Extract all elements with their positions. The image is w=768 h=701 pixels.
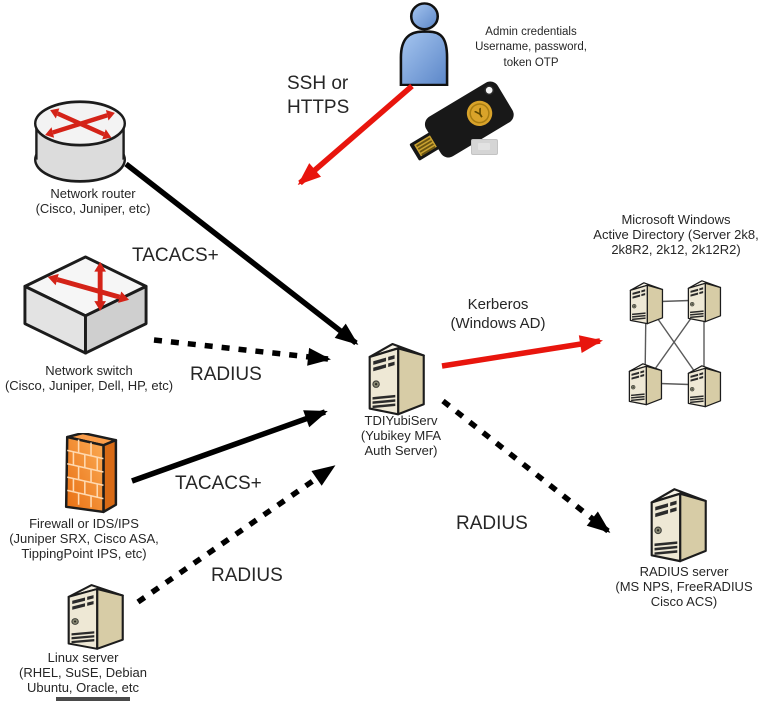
ad-server-icon: [628, 363, 663, 406]
admin-note-line1: Admin credentials: [485, 26, 577, 38]
arrow-tacacs-firewall: [131, 409, 328, 484]
admin-credentials-note: Admin credentials Username, password, to…: [460, 25, 602, 71]
radius-server-icon: [650, 488, 707, 563]
network-router-label: Network router (Cisco, Juniper, etc): [35, 186, 151, 216]
arrow-kerberos: [441, 335, 603, 369]
radius-switch-label: RADIUS: [190, 364, 262, 385]
tacacs-firewall-label: TACACS+: [175, 473, 262, 494]
linux-server-icon: [67, 584, 124, 650]
ad-server-icon: [629, 282, 664, 325]
arrow-radius-switch: [153, 337, 331, 366]
ad-server-icon: [687, 365, 722, 408]
network-router-icon: [32, 99, 128, 185]
yubiserv-label: TDIYubiServ (Yubikey MFA Auth Server): [360, 413, 442, 458]
firewall-label: Firewall or IDS/IPS (Juniper SRX, Cisco …: [9, 516, 159, 561]
yubikey-nano-icon: [471, 139, 498, 155]
radius-linux-label: RADIUS: [211, 565, 283, 586]
radius-server-label: RADIUS server (MS NPS, FreeRADIUS Cisco …: [615, 564, 753, 609]
admin-note-line2: Username, password,: [475, 41, 587, 54]
radius-out-label: RADIUS: [456, 513, 528, 534]
firewall-icon: [64, 433, 118, 514]
network-switch-icon: [22, 254, 149, 357]
yubikey-icon: Y: [399, 72, 523, 177]
admin-person-icon: [399, 2, 449, 86]
network-switch-label: Network switch (Cisco, Juniper, Dell, HP…: [4, 363, 174, 393]
yubiserv-server-icon: [368, 342, 425, 416]
admin-note-line3: token OTP: [503, 56, 559, 69]
tacacs-router-label: TACACS+: [132, 245, 219, 266]
ssh-https-label: SSH or HTTPS: [287, 73, 350, 118]
cropped-edge-artifact: [56, 697, 130, 701]
active-directory-label: Microsoft Windows Active Directory (Serv…: [593, 212, 759, 257]
kerberos-label: Kerberos (Windows AD): [450, 296, 546, 332]
linux-server-label: Linux server (RHEL, SuSE, Debian Ubuntu,…: [19, 650, 147, 695]
ad-server-icon: [687, 280, 722, 323]
